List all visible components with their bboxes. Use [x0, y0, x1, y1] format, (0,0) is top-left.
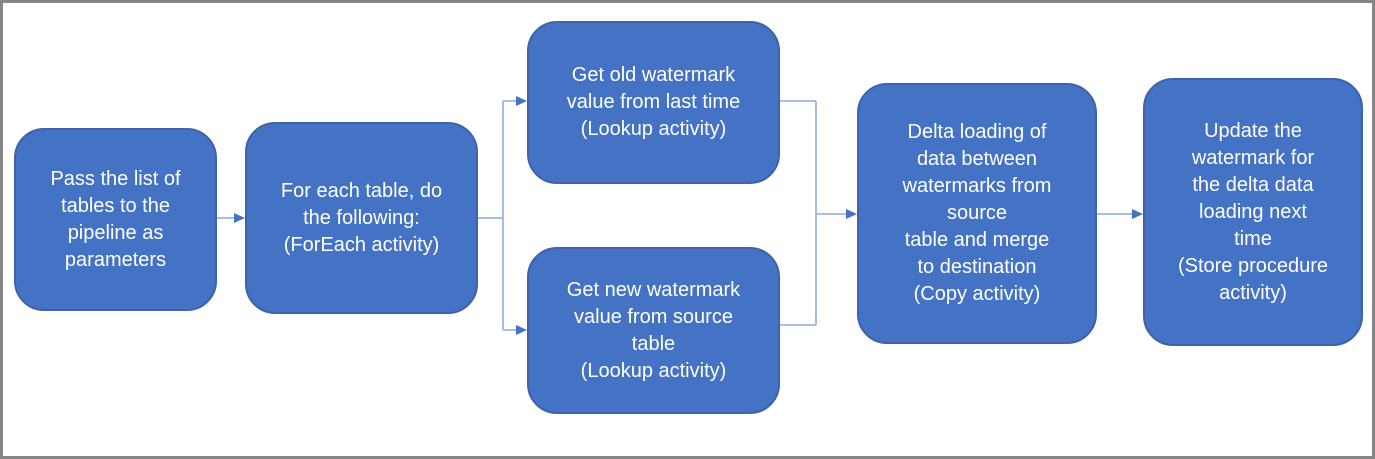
- connector-layer: [217, 96, 1143, 335]
- node-get-old-watermark: Get old watermark value from last time (…: [527, 21, 780, 184]
- node-get-new-watermark-label: Get new watermark value from source tabl…: [566, 278, 741, 382]
- node-delta-loading-label: Delta loading of data between watermarks…: [902, 121, 1052, 305]
- node-update-watermark-label: Update the watermark for the delta data …: [1177, 119, 1329, 304]
- arrowhead-into-get-old-icon: [516, 96, 527, 106]
- node-pass-tables-label: Pass the list of tables to the pipeline …: [50, 167, 181, 271]
- connector-branch-from-foreach: [478, 100, 517, 331]
- node-foreach-table: For each table, do the following: (ForEa…: [245, 122, 478, 314]
- arrowhead-into-update-icon: [1132, 209, 1143, 219]
- node-pass-tables: Pass the list of tables to the pipeline …: [14, 128, 217, 311]
- arrowhead-into-foreach-icon: [234, 213, 245, 223]
- arrowhead-into-get-new-icon: [516, 325, 527, 335]
- node-foreach-table-label: For each table, do the following: (ForEa…: [280, 179, 443, 256]
- node-delta-loading: Delta loading of data between watermarks…: [857, 83, 1097, 344]
- node-get-new-watermark: Get new watermark value from source tabl…: [527, 247, 780, 414]
- node-update-watermark: Update the watermark for the delta data …: [1143, 78, 1363, 346]
- arrowhead-into-delta-icon: [846, 209, 857, 219]
- node-get-old-watermark-label: Get old watermark value from last time (…: [566, 64, 741, 140]
- connector-merge-to-delta: [779, 100, 847, 326]
